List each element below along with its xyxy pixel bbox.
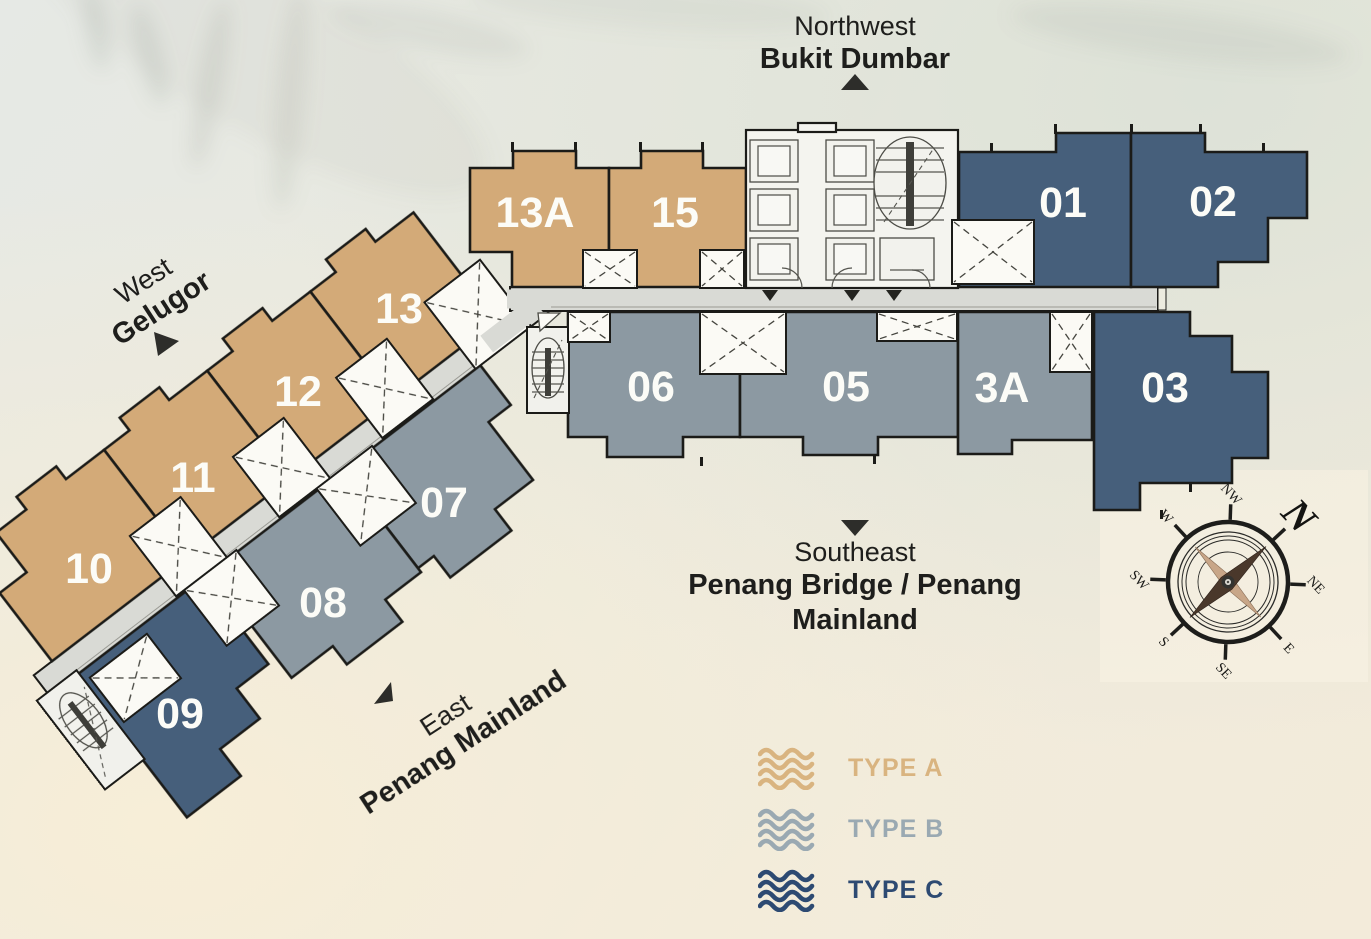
void-box	[567, 219, 1093, 375]
core-room	[879, 237, 935, 281]
legend-item-type-c: TYPE C	[758, 868, 944, 912]
unit-label-11[interactable]: 11	[170, 454, 215, 502]
direction-label-southeast: Southeast Penang Bridge / Penang Mainlan…	[625, 536, 1085, 638]
legend-item-type-a: TYPE A	[758, 746, 944, 790]
core-block	[744, 121, 960, 301]
direction-place: Bukit Dumbar	[759, 43, 951, 76]
type-b-wave-icon	[758, 808, 815, 851]
west-arrow-icon	[154, 332, 179, 356]
direction-place: Penang Bridge / Penang Mainland	[688, 569, 1022, 637]
northwest-arrow-icon	[841, 74, 869, 90]
direction-label-northwest: Northwest Bukit Dumbar	[695, 10, 1015, 77]
unit-12-shape[interactable]	[197, 279, 395, 481]
unit-13-shape[interactable]	[301, 200, 499, 402]
stairwell-icon	[35, 668, 147, 791]
wall-ticks	[511, 124, 1265, 519]
unit-label-13a[interactable]: 13A	[496, 189, 575, 237]
unit-label-10[interactable]: 10	[65, 545, 113, 593]
unit-label-03[interactable]: 03	[1141, 364, 1189, 412]
unit-label-12[interactable]: 12	[274, 368, 322, 416]
unit-label-13[interactable]: 13	[375, 285, 423, 333]
elevator-icon	[749, 139, 875, 281]
corridor-end	[1157, 287, 1167, 311]
unit-label-06[interactable]: 06	[627, 363, 675, 411]
type-c-wave-icon	[758, 869, 815, 912]
legend-label-type-a: TYPE A	[848, 753, 944, 782]
unit-label-15[interactable]: 15	[651, 189, 699, 237]
unit-label-3a[interactable]: 3A	[975, 364, 1030, 412]
unit-label-02[interactable]: 02	[1189, 178, 1237, 226]
unit-11-shape[interactable]	[94, 358, 292, 560]
unit-07-shape[interactable]	[341, 363, 572, 589]
east-arrow-icon	[374, 682, 393, 704]
southeast-arrow-icon	[841, 520, 869, 536]
unit-label-07[interactable]: 07	[420, 479, 468, 527]
stairwell-icon	[526, 312, 570, 414]
palm-shadow	[31, 0, 1349, 210]
direction-name: Southeast	[794, 537, 916, 567]
void-box	[88, 258, 533, 724]
unit-label-08[interactable]: 08	[299, 579, 347, 627]
unit-02-shape[interactable]	[1129, 131, 1309, 289]
legend-label-type-c: TYPE C	[848, 875, 945, 904]
type-a-wave-icon	[758, 747, 815, 790]
legend-label-type-b: TYPE B	[848, 814, 945, 843]
diagonal-wing	[0, 200, 572, 820]
core-stair-icon	[873, 136, 947, 230]
direction-name: Northwest	[794, 11, 916, 41]
unit-03-shape[interactable]	[1092, 310, 1270, 512]
unit-label-09[interactable]: 09	[156, 690, 204, 738]
unit-10-shape[interactable]	[0, 437, 189, 664]
legend-item-type-b: TYPE B	[758, 807, 944, 851]
unit-label-05[interactable]: 05	[822, 363, 870, 411]
unit-label-01[interactable]: 01	[1039, 179, 1087, 227]
legend: TYPE A TYPE B TYPE C	[758, 746, 944, 929]
